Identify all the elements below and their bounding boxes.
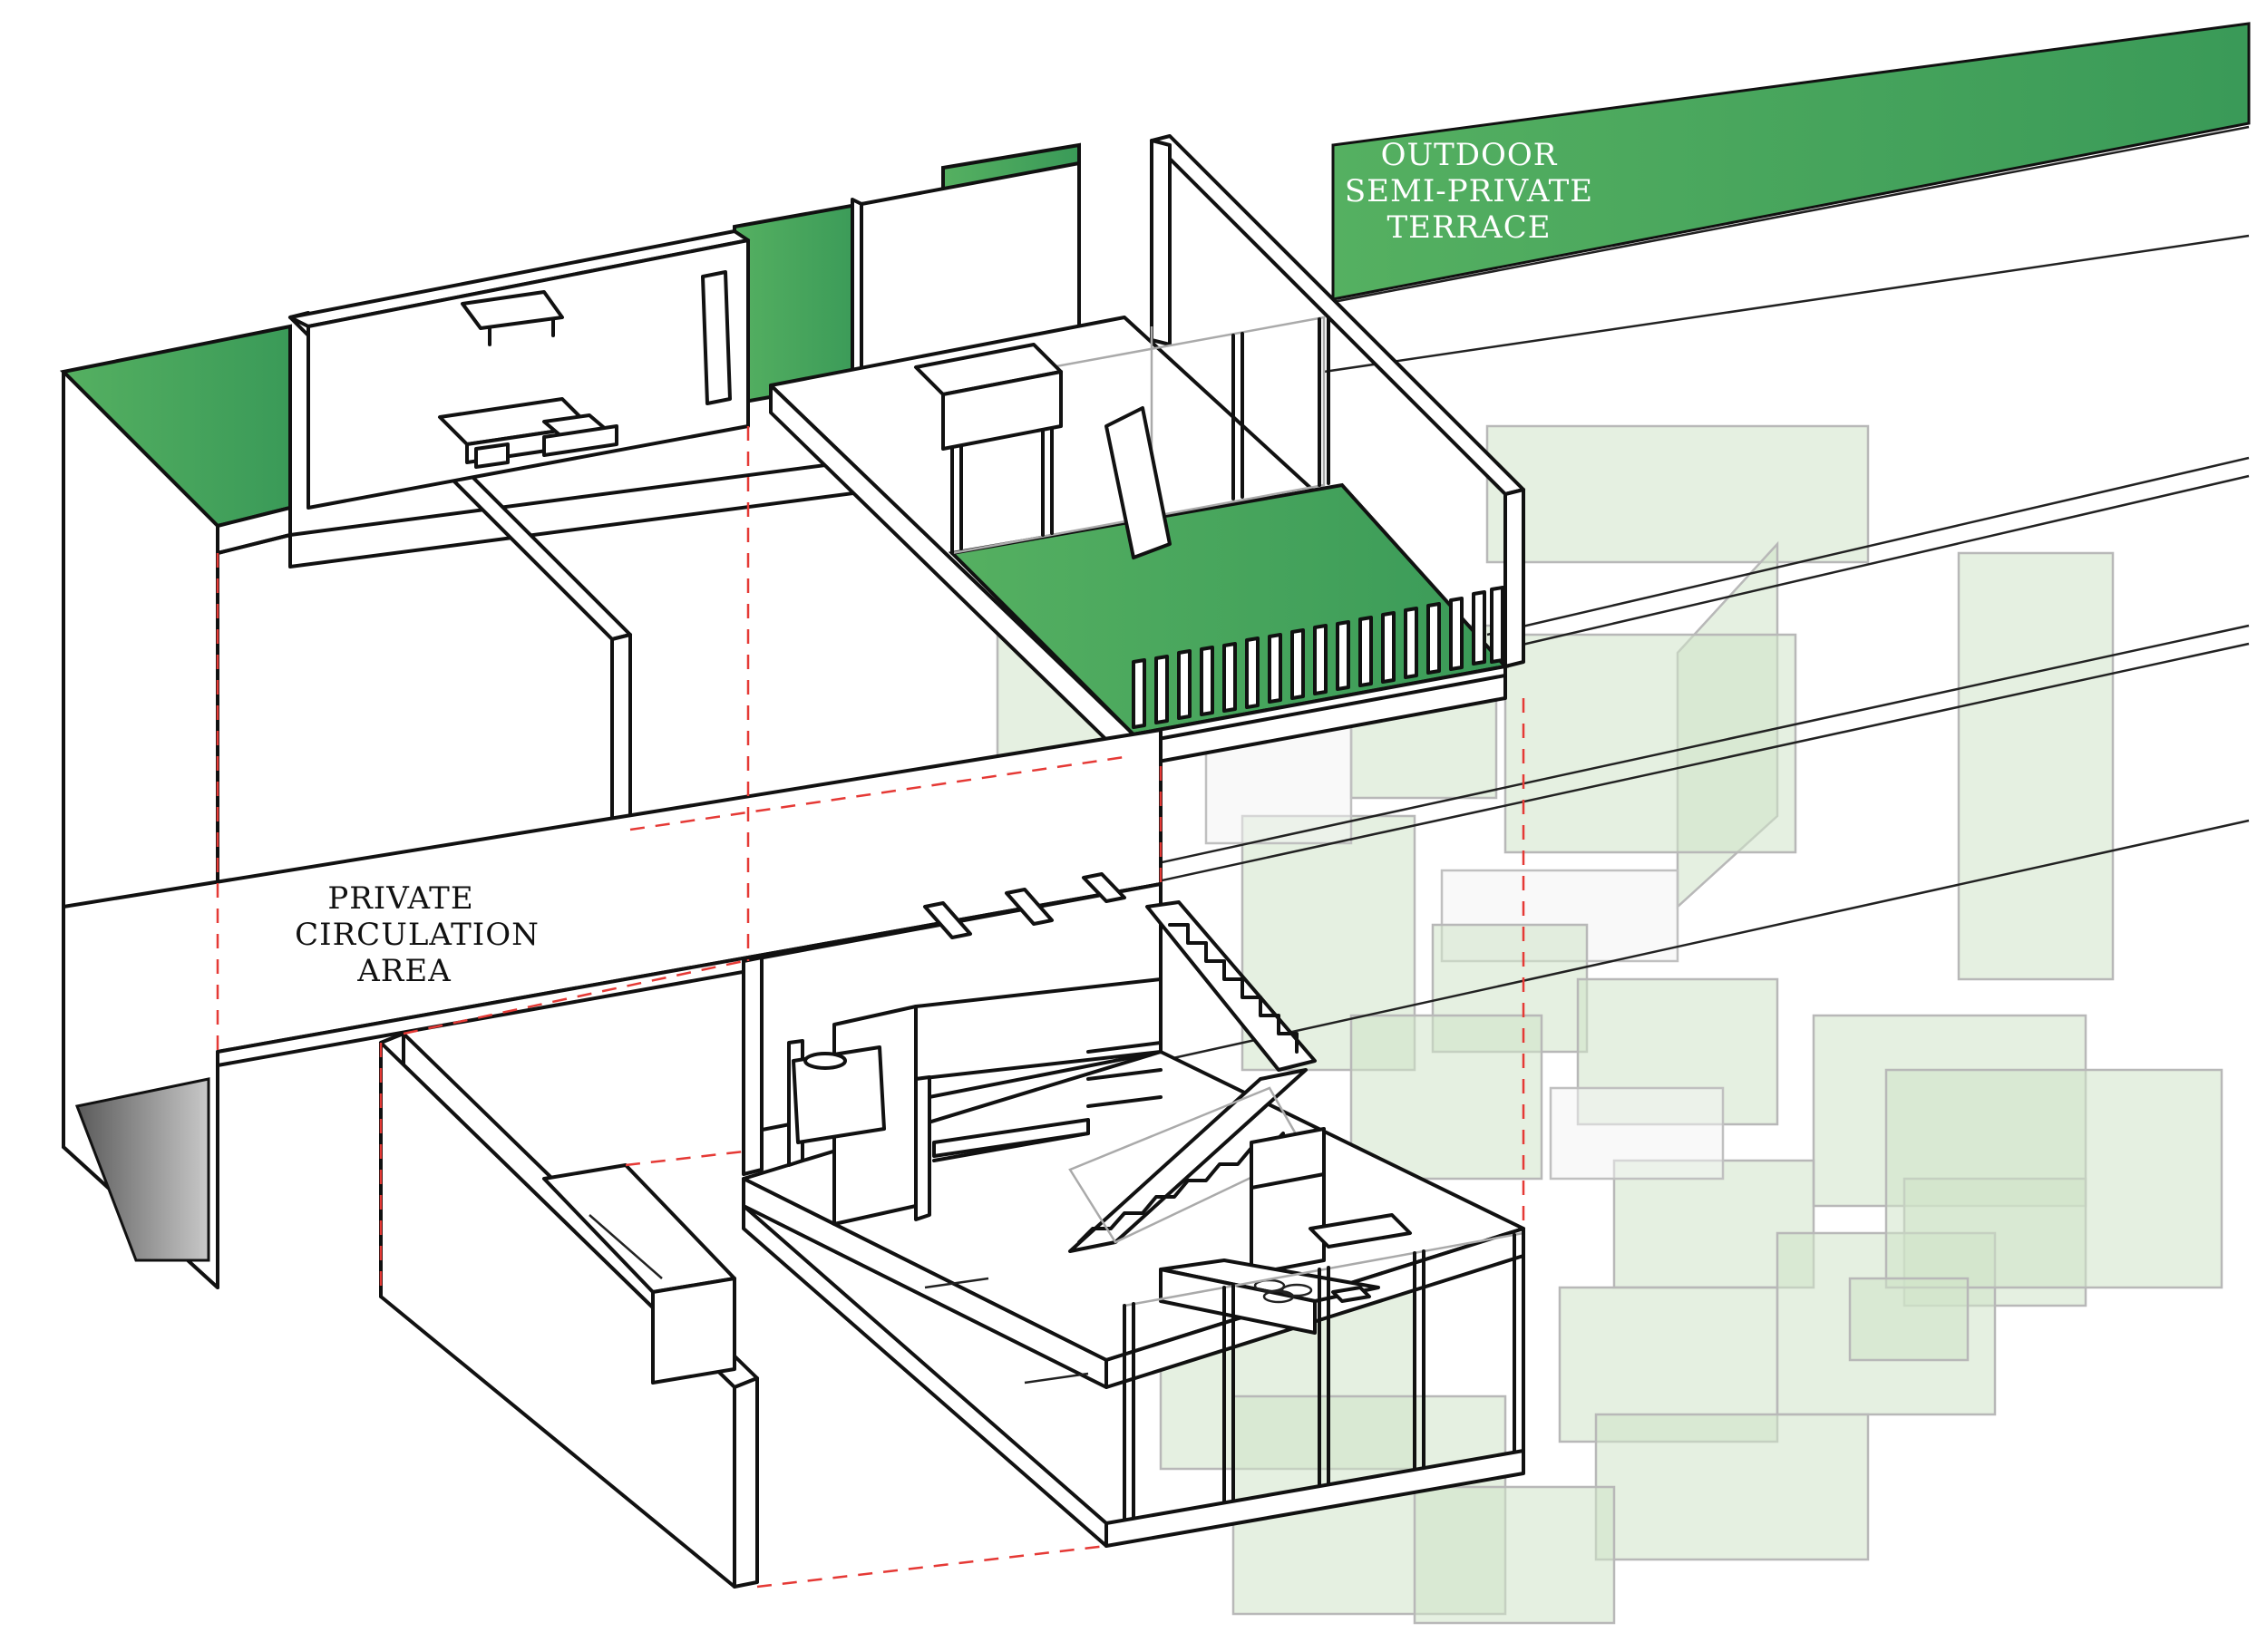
upper-glass-partition [914, 316, 1330, 559]
circulation-label-line-1: PRIVATE [327, 880, 473, 917]
staircase [1068, 900, 1317, 1253]
lower-level [379, 872, 1525, 1589]
circulation-label: PRIVATE CIRCULATION AREA [295, 880, 540, 989]
terrace-railing [1132, 586, 1504, 729]
upper-level [59, 134, 1525, 1289]
terrace-label: OUTDOOR SEMI-PRIVATE TERRACE [1345, 137, 1593, 246]
upper-slab-lines [1124, 22, 2251, 1063]
terrace-label-line-2: SEMI-PRIVATE [1345, 173, 1593, 209]
red-guide-lines [216, 426, 1525, 1589]
terrace-label-line-3: TERRACE [1386, 209, 1551, 246]
terrace-label-line-1: OUTDOOR [1381, 137, 1558, 173]
circulation-label-line-2: CIRCULATION [295, 917, 540, 953]
circulation-label-line-3: AREA [356, 953, 452, 989]
